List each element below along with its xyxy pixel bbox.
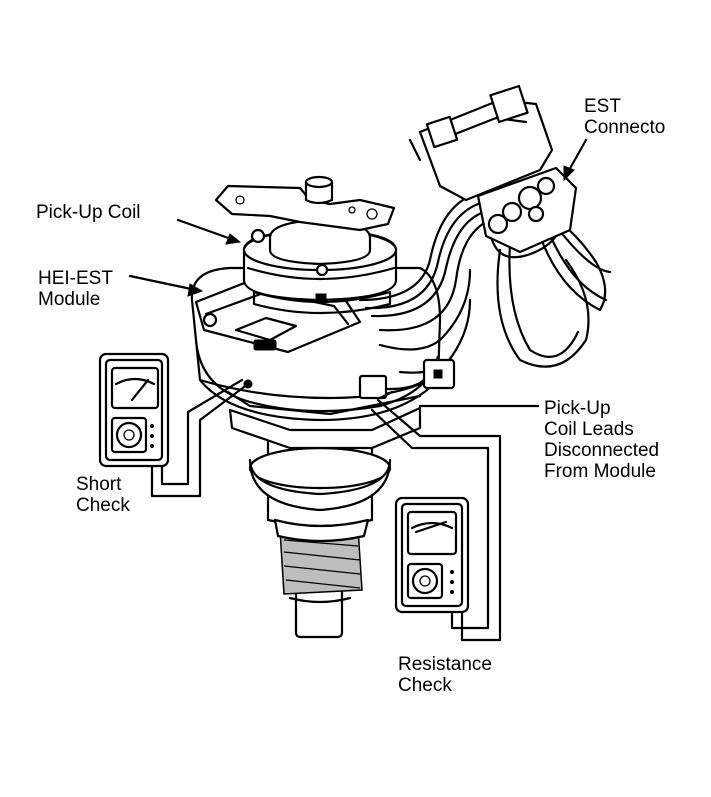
short-check-label-line-1: Short [76,474,122,495]
pickup-coil-leads-label-line-1: Pick-Up [544,398,611,419]
short-check-label: Short Check [76,474,130,516]
short-check-label-line-2: Check [76,495,130,516]
label-arrows [128,138,588,408]
resistance-check-label-line-2: Check [398,675,452,696]
est-connector-label: EST Connecto [584,96,665,138]
pickup-coil-leads-label-line-4: From Module [544,461,656,482]
pickup-coil-label: Pick-Up Coil [36,202,141,223]
pickup-coil-label-line: Pick-Up Coil [36,202,141,223]
hei-est-module-label-line-1: HEI-EST [38,268,113,289]
est-connector-label-line-2: Connecto [584,117,666,138]
distributor-housing-lower [248,438,392,543]
hei-est-module-label: HEI-EST Module [38,268,113,310]
advance-plate [214,175,396,232]
resistance-check-meter [394,496,470,614]
resistance-check-label: Resistance Check [398,654,492,696]
distributor-drive-gear [279,527,363,639]
wiring-harness [358,190,612,400]
short-check-meter [98,352,170,468]
resistance-check-label-line-1: Resistance [398,654,492,675]
est-connector-label-line-1: EST [584,96,621,117]
test-leads [150,378,502,642]
pickup-coil-assembly [242,218,398,315]
est-connector [408,84,578,259]
pickup-coil-leads-label: Pick-Up Coil Leads Disconnected From Mod… [544,398,659,482]
pickup-coil-leads-label-line-2: Coil Leads [544,419,634,440]
pickup-coil-leads-label-line-3: Disconnected [544,440,660,461]
hei-est-module-label-line-2: Module [38,289,101,310]
